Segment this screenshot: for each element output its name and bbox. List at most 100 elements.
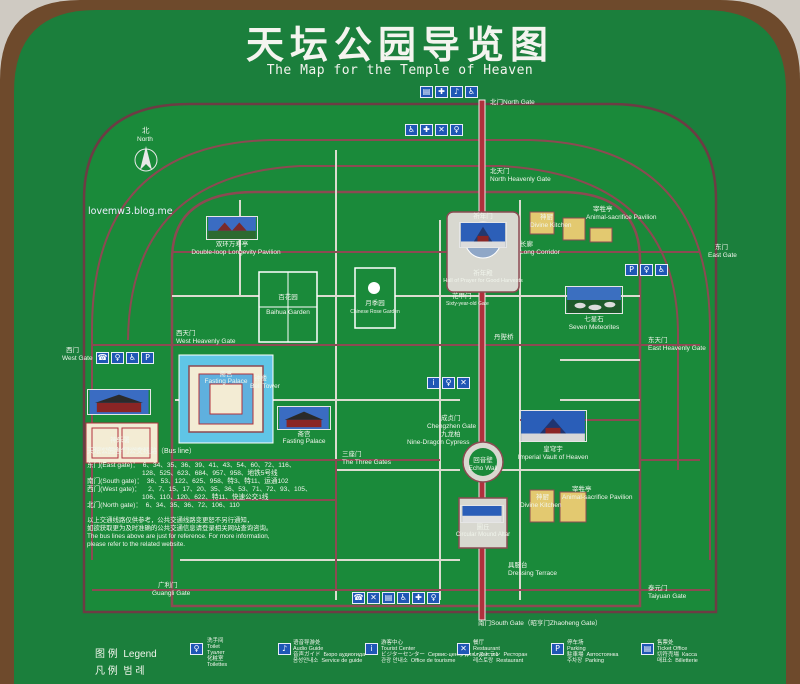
audio-guide-icon: ♪ xyxy=(278,643,291,655)
divine-kitchen2-cn: 神厨 xyxy=(536,494,549,501)
photo-imperial-vault xyxy=(519,410,587,442)
bus-north: 北门(North gate)： 6、34、35、36、72、106、110 xyxy=(87,502,240,509)
divine-kitchen-cn: 神厨 xyxy=(540,214,553,221)
title-english: The Map for the Temple of Heaven xyxy=(266,63,534,78)
bus-note: 以上交通线路仅供参考，公共交通线路变更恕不另行通知， 如欲获取更为及时准确的公共… xyxy=(87,517,273,548)
photo-hall-of-prayer xyxy=(459,222,507,248)
first-aid-icon: ✚ xyxy=(420,124,433,136)
west-heavenly-gate-cn: 西天门 xyxy=(176,330,196,337)
ticket-office-icon: ▤ xyxy=(382,592,395,604)
chengzhen-gate-en: Chengzhen Gate xyxy=(427,423,477,430)
legend-audio: 语音导游处 Audio Guide 音声ガイド Бюро аудиогида 음… xyxy=(293,640,366,664)
three-gates-en: The Three Gates xyxy=(342,459,392,466)
circular-mound-cn: 圜丘 xyxy=(476,524,490,531)
imperial-vault-cn: 皇穹宇 xyxy=(543,446,563,453)
bus-title: 天坛公园各门公交线路（Bus line） xyxy=(87,448,196,455)
ticket-office-icon: ▤ xyxy=(641,643,654,655)
bus-info: 天坛公园各门公交线路（Bus line） 东门(East gate)： 6、34… xyxy=(87,446,335,549)
danbi-bridge-cn: 丹陛桥 xyxy=(494,334,514,341)
fasting-palace-photo-cn: 斋宫 xyxy=(297,431,311,438)
circular-mound-en: Circular Mound Altar xyxy=(455,532,511,538)
toilet-icon: ♀ xyxy=(450,124,463,136)
parking-icon: P xyxy=(625,264,638,276)
nine-dragon-cn: 九龙柏 xyxy=(441,431,461,438)
long-corridor-en: Long Corridor xyxy=(520,249,560,256)
phone-icon: ☎ xyxy=(96,352,109,364)
hall-prayer-cn: 祈年殿 xyxy=(473,270,493,277)
divine-music-en: Divine Music Administration xyxy=(92,446,148,451)
sacrifice-pavilion-cn: 宰牲亭 xyxy=(593,206,613,213)
icons-west: ☎ ♀ ♿ P xyxy=(96,352,154,364)
restaurant-icon: ✕ xyxy=(435,124,448,136)
seven-meteorites-en: Seven Meteorites xyxy=(568,324,620,331)
bell-tower-cn: 钟楼 xyxy=(254,375,267,382)
imperial-vault-en: Imperial Vault of Heaven xyxy=(517,454,589,461)
audio-guide-icon: ♪ xyxy=(450,86,463,98)
south-gate-label: 南门South Gate（昭亨门Zhaoheng Gate） xyxy=(478,620,602,627)
baihua-garden-en: Baihua Garden xyxy=(266,309,310,316)
north-gate-label: 北门North Gate xyxy=(490,99,535,106)
tourist-center-icon: i xyxy=(365,643,378,655)
echo-wall-cn: 回音壁 xyxy=(473,457,493,464)
baihua-garden-cn: 百花园 xyxy=(278,294,298,301)
sacrifice2-cn: 宰牲亭 xyxy=(572,486,592,493)
seven-meteorites-cn: 七星石 xyxy=(584,316,604,323)
chengzhen-gate-cn: 成贞门 xyxy=(441,415,461,422)
wheelchair-icon: ♿ xyxy=(465,86,478,98)
legend-parking: 停车场 Parking 駐車場 Автостоянка 주차장 Parking xyxy=(567,640,619,664)
north-heavenly-gate-en: North Heavenly Gate xyxy=(490,176,551,183)
wheelchair-icon: ♿ xyxy=(655,264,668,276)
icons-center: i ♀ ✕ xyxy=(427,377,470,389)
toilet-icon: ♀ xyxy=(640,264,653,276)
double-ring-en: Double-loop Longevity Pavilion xyxy=(191,249,281,256)
toilet-icon: ♀ xyxy=(111,352,124,364)
divine-kitchen2-en: Divine Kitchen xyxy=(520,502,562,509)
wheelchair-icon: ♿ xyxy=(397,592,410,604)
parking-icon: P xyxy=(141,352,154,364)
east-heavenly-gate-cn: 东天门 xyxy=(648,337,668,344)
wheelchair-icon: ♿ xyxy=(405,124,418,136)
bus-east: 东门(East gate)： 6、34、35、36、39、41、43、54、60… xyxy=(87,462,296,477)
rose-garden-en: Chinese Rose Garden xyxy=(350,309,400,315)
east-gate-en: East Gate xyxy=(708,252,737,259)
photo-divine-music xyxy=(87,389,151,415)
echo-wall-en: Echo Wall xyxy=(468,465,498,472)
long-corridor-cn: 长廊 xyxy=(520,241,533,248)
icons-east: P ♀ ♿ xyxy=(625,264,668,276)
huajia-gate-cn: 花甲门 xyxy=(452,293,472,300)
taiyuan-gate-en: Taiyuan Gate xyxy=(648,593,687,600)
fasting-palace-en: Fasting Palace xyxy=(204,378,248,385)
icons-north-inner: ♿ ✚ ✕ ♀ xyxy=(405,124,463,136)
toilet-icon: ♀ xyxy=(427,592,440,604)
photo-fasting-palace xyxy=(277,406,331,430)
legend-ko: 범 례 xyxy=(123,666,145,677)
tourist-center-icon: i xyxy=(427,377,440,389)
dressing-terrace-cn: 具服台 xyxy=(508,562,528,569)
east-gate-cn: 东门 xyxy=(715,244,728,251)
first-aid-icon: ✚ xyxy=(435,86,448,98)
parking-icon: P xyxy=(551,643,564,655)
restaurant-icon: ✕ xyxy=(457,377,470,389)
north-label-cn: 北 xyxy=(142,126,150,135)
divine-music-cn: 神乐署 xyxy=(110,437,130,444)
hall-prayer-en: Hall of Prayer for Good Harvests xyxy=(443,278,523,284)
double-ring-cn: 双环万寿亭 xyxy=(215,241,249,248)
qinian-gate-label: 祈年门 xyxy=(473,213,493,220)
ticket-office-icon: ▤ xyxy=(420,86,433,98)
north-heavenly-gate-cn: 北天门 xyxy=(490,168,510,175)
nine-dragon-en: Nine-Dragon Cypress xyxy=(407,439,470,446)
restaurant-icon: ✕ xyxy=(367,592,380,604)
icons-north-gate: ▤ ✚ ♪ ♿ xyxy=(420,86,478,98)
taiyuan-gate-cn: 泰元门 xyxy=(648,585,668,592)
east-heavenly-gate-en: East Heavenly Gate xyxy=(648,345,706,352)
icons-south-gate: ☎ ✕ ▤ ♿ ✚ ♀ xyxy=(352,592,440,604)
west-heavenly-gate-en: West Heavenly Gate xyxy=(176,338,236,345)
legend-ticket: 售票处 Ticket Office 切符売場 Касса 매표소 Billett… xyxy=(657,640,698,664)
legend-cn: 图 例 xyxy=(95,649,118,660)
photo-seven-meteorites xyxy=(565,286,623,314)
bus-west: 西门(West gate)： 2、7、15、17、20、35、36、53、71、… xyxy=(87,486,312,501)
divine-kitchen-en: Divine Kitchen xyxy=(530,222,572,229)
sacrifice2-en: Animal-sacrifice Pavilion xyxy=(562,494,633,501)
